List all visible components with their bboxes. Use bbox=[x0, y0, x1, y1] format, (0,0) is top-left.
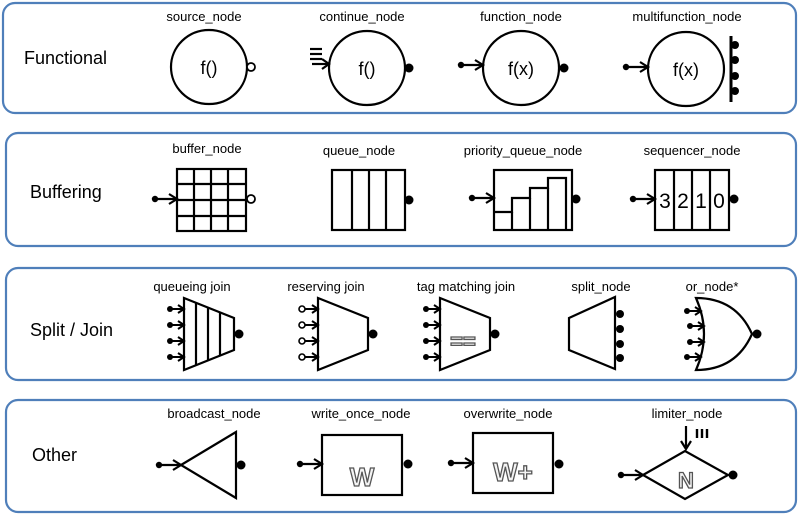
decrement-input-icon bbox=[680, 426, 709, 452]
function-node: function_node f(x) bbox=[456, 9, 569, 107]
output-port-icon bbox=[729, 194, 739, 204]
panel-other: Other broadcast_node write_once_node W o… bbox=[4, 398, 798, 514]
output-port-icon bbox=[616, 340, 624, 348]
multifunction-node: multifunction_node f(x) bbox=[621, 9, 742, 108]
tag-match-symbol: == bbox=[450, 329, 476, 354]
panel-split-join-frame bbox=[4, 266, 798, 382]
output-port-icon bbox=[490, 329, 500, 339]
panel-split-join: Split / Join queueing join reserving joi… bbox=[4, 266, 798, 382]
panel-title: Functional bbox=[24, 48, 107, 68]
or-gate-body bbox=[694, 296, 754, 372]
output-port-icon bbox=[554, 459, 564, 469]
node-label: multifunction_node bbox=[632, 9, 741, 24]
reserving-join-node: reserving join bbox=[287, 279, 378, 372]
node-body bbox=[316, 296, 370, 372]
source-node: source_node f() bbox=[166, 9, 256, 106]
node-label: reserving join bbox=[287, 279, 364, 294]
write-once-node: write_once_node W bbox=[295, 406, 413, 497]
output-port-icon bbox=[368, 329, 378, 339]
output-port-icon bbox=[731, 56, 739, 64]
node-label: broadcast_node bbox=[167, 406, 260, 421]
output-port-icon bbox=[616, 310, 624, 318]
panel-functional: Functional source_node f() continue_node… bbox=[1, 1, 798, 115]
node-label: tag matching join bbox=[417, 279, 515, 294]
output-port-icon bbox=[571, 194, 581, 204]
panel-title: Buffering bbox=[30, 182, 102, 202]
node-symbol: f() bbox=[359, 59, 376, 79]
limiter-node: limiter_node N bbox=[616, 406, 738, 501]
node-symbol: f() bbox=[201, 58, 218, 78]
node-label: limiter_node bbox=[652, 406, 723, 421]
panel-title: Split / Join bbox=[30, 320, 113, 340]
buffer-grid bbox=[177, 169, 246, 231]
output-port-icon bbox=[731, 87, 739, 95]
queue-node: queue_node bbox=[323, 143, 414, 232]
output-port-icon bbox=[246, 194, 256, 204]
node-symbol: W+ bbox=[493, 457, 533, 487]
output-port-icon bbox=[403, 459, 413, 469]
output-port-icon bbox=[246, 62, 256, 72]
or-node: or_node* bbox=[683, 279, 762, 372]
node-symbol: f(x) bbox=[508, 59, 534, 79]
panel-buffering: Buffering buffer_node queue_node bbox=[4, 131, 798, 248]
node-label: sequencer_node bbox=[644, 143, 741, 158]
sequence-digit: 2 bbox=[677, 190, 689, 213]
node-body bbox=[178, 430, 238, 500]
continue-input-icon bbox=[310, 47, 331, 70]
output-port-icon bbox=[236, 460, 246, 470]
tag-matching-join-node: tag matching join == bbox=[417, 279, 515, 372]
node-symbol: f(x) bbox=[673, 60, 699, 80]
node-symbol: W bbox=[350, 462, 375, 492]
node-label: write_once_node bbox=[310, 406, 410, 421]
output-port-icon bbox=[234, 329, 244, 339]
output-port-icon bbox=[731, 72, 739, 80]
sequencer-node: sequencer_node 3 2 1 0 bbox=[628, 143, 741, 232]
output-port-icon bbox=[728, 470, 738, 480]
sequence-digit: 1 bbox=[695, 190, 707, 213]
sequence-digit: 3 bbox=[659, 190, 671, 213]
node-label: function_node bbox=[480, 9, 562, 24]
output-port-icon bbox=[616, 354, 624, 362]
output-port-icon bbox=[404, 195, 414, 205]
buffer-node: buffer_node bbox=[150, 141, 256, 233]
node-label: queueing join bbox=[153, 279, 230, 294]
output-port-icon bbox=[616, 325, 624, 333]
node-label: or_node* bbox=[686, 279, 739, 294]
node-symbol: N bbox=[678, 468, 694, 493]
continue-node: continue_node f() bbox=[310, 9, 414, 107]
node-label: split_node bbox=[571, 279, 630, 294]
priority-staircase bbox=[494, 176, 568, 230]
node-body bbox=[640, 449, 731, 501]
output-port-icon bbox=[559, 63, 569, 73]
output-port-icon bbox=[731, 41, 739, 49]
broadcast-node: broadcast_node bbox=[154, 406, 261, 500]
node-body bbox=[567, 295, 617, 371]
node-label: continue_node bbox=[319, 9, 404, 24]
node-body bbox=[438, 296, 492, 372]
node-label: overwrite_node bbox=[464, 406, 553, 421]
node-label: buffer_node bbox=[172, 141, 241, 156]
priority-queue-node: priority_queue_node bbox=[464, 143, 583, 232]
queueing-join-node: queueing join bbox=[153, 279, 244, 372]
node-body bbox=[481, 29, 561, 107]
output-port-icon bbox=[752, 329, 762, 339]
split-node: split_node bbox=[567, 279, 631, 371]
sequence-digit: 0 bbox=[713, 190, 725, 213]
node-label: queue_node bbox=[323, 143, 395, 158]
output-port-icon bbox=[404, 63, 414, 73]
panel-title: Other bbox=[32, 445, 77, 465]
node-label: source_node bbox=[166, 9, 241, 24]
panel-buffering-frame bbox=[4, 131, 798, 248]
overwrite-node: overwrite_node W+ bbox=[446, 406, 564, 495]
node-label: priority_queue_node bbox=[464, 143, 583, 158]
node-body bbox=[646, 30, 726, 108]
queue-slots bbox=[350, 170, 388, 230]
